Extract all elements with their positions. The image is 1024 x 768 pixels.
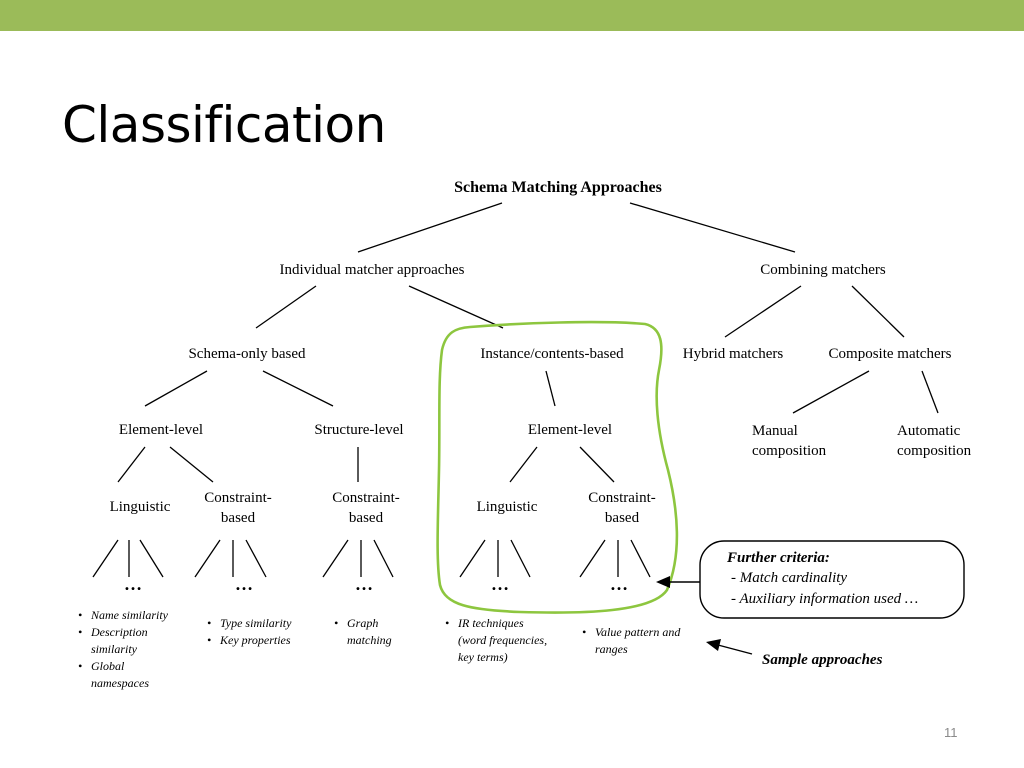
- example-item: Description: [90, 625, 148, 639]
- example-item: Key properties: [219, 633, 291, 647]
- examples-constraint-schema: • Type similarity • Key properties: [207, 616, 292, 647]
- examples-structure: • Graph matching: [334, 616, 392, 647]
- node-constraint-based-structure-line1: Constraint-: [332, 490, 400, 506]
- example-item: matching: [347, 633, 392, 647]
- bullet-mark: •: [445, 616, 449, 630]
- ellipsis-4: …: [491, 574, 509, 594]
- arrow-to-examples: [706, 639, 753, 655]
- further-criteria-title: Further criteria:: [726, 550, 830, 566]
- example-item: similarity: [91, 642, 138, 656]
- example-item: Value pattern and: [595, 625, 681, 639]
- example-item: Graph: [347, 616, 378, 630]
- node-constraint-based-structure-line2: based: [349, 510, 384, 526]
- node-element-level-schema: Element-level: [119, 422, 203, 438]
- bullet-mark: •: [78, 625, 82, 639]
- example-item: IR techniques: [457, 616, 524, 630]
- bullet-mark: •: [207, 633, 211, 647]
- example-item: (word frequencies,: [458, 633, 547, 647]
- bullet-mark: •: [582, 625, 586, 639]
- bullet-mark: •: [207, 616, 211, 630]
- examples-linguistic-instance: • IR techniques (word frequencies, key t…: [445, 616, 547, 664]
- node-constraint-based-instance-line2: based: [605, 510, 640, 526]
- node-linguistic-instance: Linguistic: [477, 499, 538, 515]
- example-item: Global: [91, 659, 125, 673]
- node-manual-composition-line2: composition: [752, 443, 827, 459]
- node-schema-matching-approaches: Schema Matching Approaches: [454, 179, 662, 196]
- example-item: namespaces: [91, 676, 149, 690]
- example-item: Name similarity: [90, 608, 169, 622]
- further-criteria-item: - Match cardinality: [731, 570, 847, 586]
- node-constraint-based-schema-line2: based: [221, 510, 256, 526]
- example-item: key terms): [458, 650, 508, 664]
- node-structure-level: Structure-level: [314, 422, 403, 438]
- node-hybrid-matchers: Hybrid matchers: [683, 346, 784, 362]
- node-constraint-based-schema-line1: Constraint-: [204, 490, 272, 506]
- node-composite-matchers: Composite matchers: [829, 346, 952, 362]
- page-number: 11: [944, 725, 958, 740]
- sample-approaches-label: Sample approaches: [762, 652, 883, 668]
- example-item: Type similarity: [220, 616, 292, 630]
- further-criteria-item: - Auxiliary information used …: [731, 591, 918, 607]
- bullet-mark: •: [78, 608, 82, 622]
- top-accent-bar: [0, 0, 1024, 31]
- node-element-level-instance: Element-level: [528, 422, 612, 438]
- ellipsis-2: …: [235, 574, 253, 594]
- bullet-mark: •: [78, 659, 82, 673]
- node-linguistic-schema: Linguistic: [110, 499, 171, 515]
- tree-connectors: [92, 202, 939, 578]
- bullet-mark: •: [334, 616, 338, 630]
- ellipsis-5: …: [610, 574, 628, 594]
- arrow-to-criteria: [656, 576, 700, 588]
- node-manual-composition-line1: Manual: [752, 423, 798, 439]
- highlight-outline: [436, 320, 679, 614]
- examples-linguistic-schema: • Name similarity • Description similari…: [78, 608, 169, 690]
- slide-title: Classification: [62, 96, 386, 154]
- node-constraint-based-instance-line1: Constraint-: [588, 490, 656, 506]
- node-schema-only-based: Schema-only based: [188, 346, 306, 362]
- examples-constraint-instance: • Value pattern and ranges: [582, 625, 681, 656]
- node-instance-contents-based: Instance/contents-based: [480, 346, 624, 362]
- example-item: ranges: [595, 642, 628, 656]
- node-combining-matchers: Combining matchers: [760, 262, 886, 278]
- node-individual-matcher-approaches: Individual matcher approaches: [280, 262, 465, 278]
- ellipsis-3: …: [355, 574, 373, 594]
- node-automatic-composition-line2: composition: [897, 443, 972, 459]
- node-automatic-composition-line1: Automatic: [897, 423, 961, 439]
- further-criteria-box: [699, 540, 965, 619]
- ellipsis-1: …: [124, 574, 142, 594]
